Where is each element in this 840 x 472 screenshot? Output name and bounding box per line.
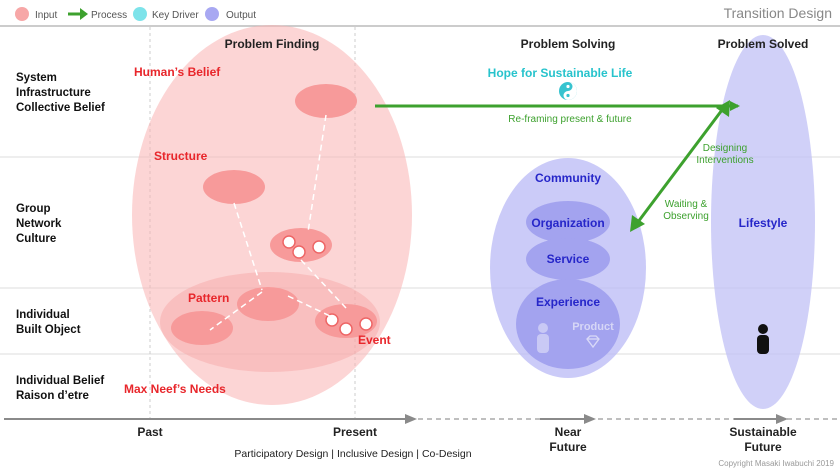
individual-input-area [160, 272, 380, 372]
waiting-label-line1: Waiting & [665, 199, 708, 210]
event-dot [339, 322, 353, 336]
max-neef-label: Max Neef’s Needs [124, 382, 226, 396]
row-label-built-object: Built Object [16, 324, 81, 336]
event-dot [325, 313, 339, 327]
timeline-arrowhead [405, 414, 417, 424]
hope-key-driver-label: Hope for Sustainable Life [488, 66, 633, 80]
structure-node [203, 170, 265, 204]
culture-dot [292, 245, 306, 259]
design-types-label: Participatory Design | Inclusive Design … [234, 448, 471, 460]
structure-label: Structure [154, 149, 208, 163]
culture-dot [282, 235, 296, 249]
organization-label: Organization [531, 216, 604, 230]
row-label-collective-belief: Collective Belief [16, 102, 105, 114]
legend-key-driver-label: Key Driver [152, 10, 199, 21]
built-object-node [171, 311, 233, 345]
near-future-label-line1: Near [555, 425, 582, 439]
sustainable-future-label-line1: Sustainable [729, 425, 797, 439]
row-label-infrastructure: Infrastructure [16, 87, 91, 99]
experience-label: Experience [536, 295, 600, 309]
legend: Input Process Key Driver Output [15, 7, 256, 21]
yin-yang-icon [559, 82, 577, 100]
humans-belief-label: Human’s Belief [134, 65, 221, 79]
row-label-system: System [16, 72, 57, 84]
key-driver-legend-icon [133, 7, 147, 21]
sustainable-future-output-area [711, 35, 815, 409]
waiting-label-line2: Observing [663, 211, 709, 222]
arrow-right-icon [68, 8, 88, 20]
lifestyle-label: Lifestyle [739, 216, 788, 230]
event-dot [359, 317, 373, 331]
output-legend-icon [205, 7, 219, 21]
service-bubble [526, 238, 610, 280]
row-label-culture: Culture [16, 233, 56, 245]
product-label: Product [572, 321, 614, 333]
legend-output-label: Output [226, 10, 256, 21]
near-future-arrowhead [584, 414, 596, 424]
input-legend-icon [15, 7, 29, 21]
past-label: Past [137, 425, 162, 439]
diagram-title: Transition Design [724, 5, 832, 21]
problem-solving-heading: Problem Solving [521, 37, 616, 51]
present-label: Present [333, 425, 377, 439]
person-icon [757, 324, 769, 354]
row-label-group: Group [16, 203, 51, 215]
problem-solved-heading: Problem Solved [718, 37, 809, 51]
near-future-label-line2: Future [549, 440, 587, 454]
input-connectors [209, 114, 347, 331]
event-label: Event [358, 333, 391, 347]
row-label-individual: Individual [16, 309, 70, 321]
person-icon [537, 323, 549, 353]
event-node [315, 304, 377, 338]
problem-finding-heading: Problem Finding [225, 37, 320, 51]
diamond-icon [586, 335, 600, 349]
copyright-label: Copyright Masaki Iwabuchi 2019 [718, 459, 834, 468]
culture-dot [312, 240, 326, 254]
community-label: Community [535, 171, 601, 185]
row-label-network: Network [16, 218, 62, 230]
organization-bubble [526, 201, 610, 243]
pattern-label: Pattern [188, 291, 229, 305]
sustainable-future-arrowhead [776, 414, 788, 424]
row-label-individual-belief: Individual Belief [16, 375, 104, 387]
sustainable-future-label-line2: Future [744, 440, 782, 454]
designing-label-line1: Designing [703, 143, 747, 154]
legend-input-label: Input [35, 10, 57, 21]
row-label-raison-detre: Raison d’etre [16, 390, 89, 402]
pattern-node [237, 287, 299, 321]
legend-process-label: Process [91, 10, 127, 21]
reframing-label: Re-framing present & future [508, 114, 632, 125]
designing-label-line2: Interventions [696, 155, 753, 166]
service-label: Service [547, 252, 590, 266]
designing-arrow [630, 100, 730, 232]
humans-belief-node [295, 84, 357, 118]
